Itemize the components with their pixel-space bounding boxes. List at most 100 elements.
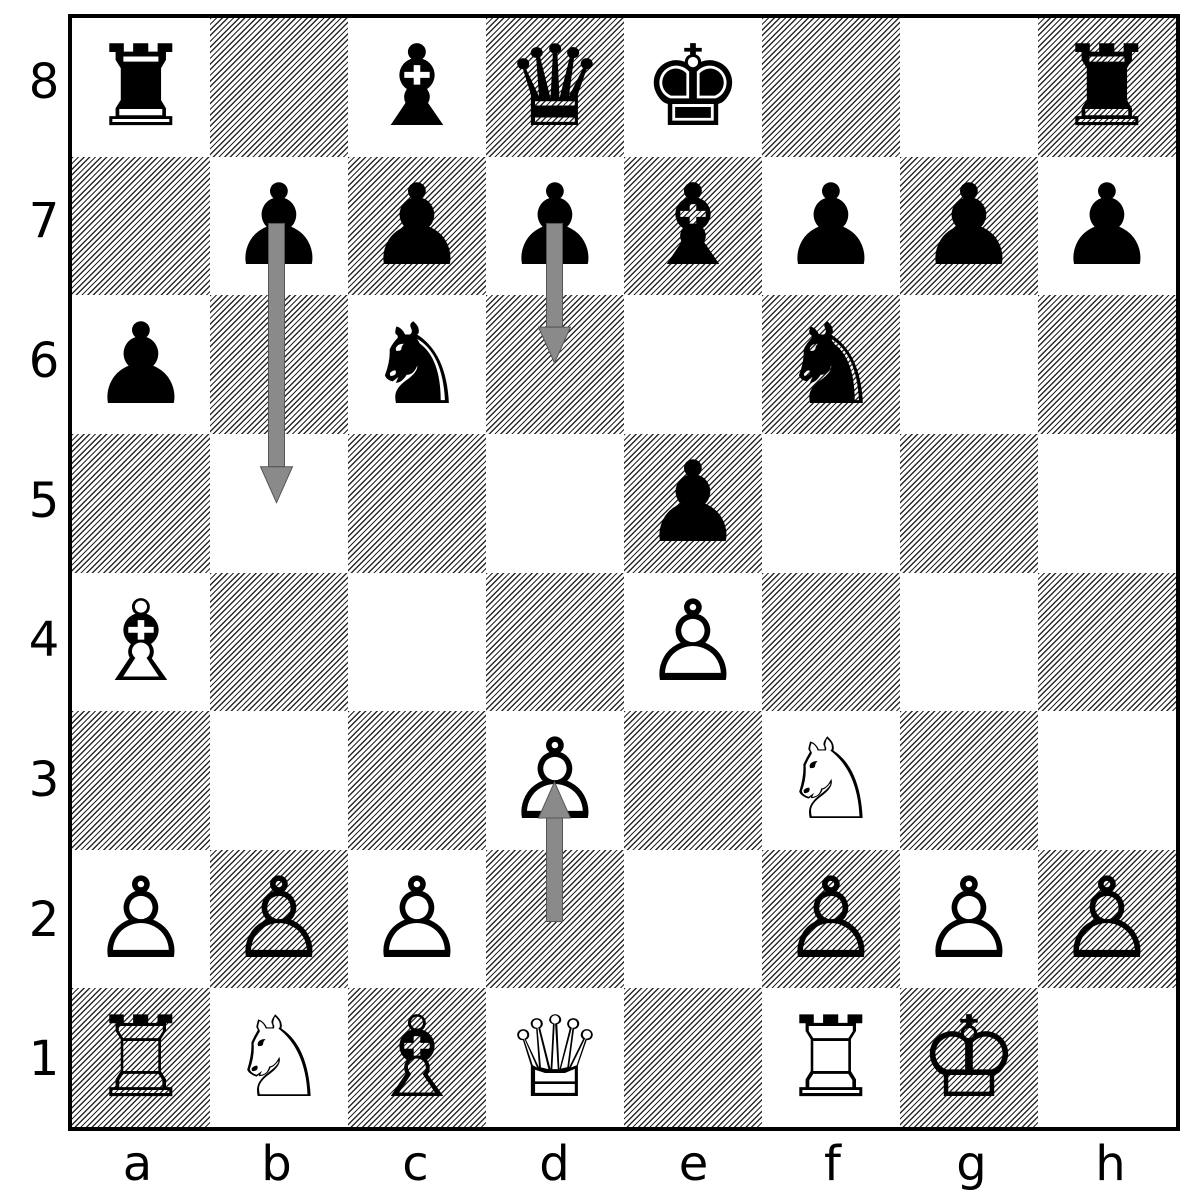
white-pawn-icon[interactable]: ♙ (642, 576, 744, 707)
square-g2[interactable]: ♙ (900, 849, 1038, 989)
square-c4[interactable] (348, 572, 486, 712)
square-b4[interactable] (210, 572, 348, 712)
square-d8[interactable]: ♛ (486, 18, 624, 157)
square-h8[interactable]: ♜ (1038, 18, 1176, 157)
square-c5[interactable] (348, 433, 486, 573)
square-f7[interactable]: ♟ (762, 156, 900, 296)
square-h1[interactable] (1038, 988, 1176, 1127)
white-rook-icon[interactable]: ♖ (90, 992, 192, 1123)
square-a3[interactable] (72, 711, 210, 850)
black-pawn-icon[interactable]: ♟ (228, 160, 330, 291)
square-a6[interactable]: ♟ (72, 295, 210, 434)
square-d1[interactable]: ♕ (486, 988, 624, 1127)
square-d5[interactable] (486, 433, 624, 573)
square-c2[interactable]: ♙ (348, 849, 486, 989)
square-g8[interactable] (900, 18, 1038, 157)
square-c7[interactable]: ♟ (348, 156, 486, 296)
square-b5[interactable] (210, 433, 348, 573)
black-king-icon[interactable]: ♚ (642, 22, 744, 153)
square-e3[interactable] (624, 711, 762, 850)
white-pawn-icon[interactable]: ♙ (780, 854, 882, 985)
white-pawn-icon[interactable]: ♙ (90, 854, 192, 985)
square-a5[interactable] (72, 433, 210, 573)
black-pawn-icon[interactable]: ♟ (642, 438, 744, 569)
white-king-icon[interactable]: ♔ (918, 992, 1020, 1123)
square-f5[interactable] (762, 433, 900, 573)
square-b7[interactable]: ♟ (210, 156, 348, 296)
square-g4[interactable] (900, 572, 1038, 712)
square-b1[interactable]: ♘ (210, 988, 348, 1127)
square-a4[interactable]: ♗ (72, 572, 210, 712)
square-f1[interactable]: ♖ (762, 988, 900, 1127)
square-a8[interactable]: ♜ (72, 18, 210, 157)
black-bishop-icon[interactable]: ♝ (366, 22, 468, 153)
square-d7[interactable]: ♟ (486, 156, 624, 296)
black-pawn-icon[interactable]: ♟ (780, 160, 882, 291)
black-pawn-icon[interactable]: ♟ (90, 299, 192, 430)
white-pawn-icon[interactable]: ♙ (366, 854, 468, 985)
white-pawn-icon[interactable]: ♙ (1056, 854, 1158, 985)
black-knight-icon[interactable]: ♞ (366, 299, 468, 430)
white-knight-icon[interactable]: ♘ (780, 715, 882, 846)
square-c3[interactable] (348, 711, 486, 850)
square-f6[interactable]: ♞ (762, 295, 900, 434)
white-bishop-icon[interactable]: ♗ (366, 992, 468, 1123)
square-c6[interactable]: ♞ (348, 295, 486, 434)
square-a7[interactable] (72, 156, 210, 296)
white-rook-icon[interactable]: ♖ (780, 992, 882, 1123)
square-d4[interactable] (486, 572, 624, 712)
white-pawn-icon[interactable]: ♙ (918, 854, 1020, 985)
square-c8[interactable]: ♝ (348, 18, 486, 157)
square-a1[interactable]: ♖ (72, 988, 210, 1127)
white-pawn-icon[interactable]: ♙ (228, 854, 330, 985)
rank-label-5: 5 (28, 472, 60, 529)
white-pawn-icon[interactable]: ♙ (504, 715, 606, 846)
square-d3[interactable]: ♙ (486, 711, 624, 850)
square-f8[interactable] (762, 18, 900, 157)
black-pawn-icon[interactable]: ♟ (918, 160, 1020, 291)
square-h2[interactable]: ♙ (1038, 849, 1176, 989)
square-h7[interactable]: ♟ (1038, 156, 1176, 296)
white-queen-icon[interactable]: ♕ (504, 992, 606, 1123)
square-e5[interactable]: ♟ (624, 433, 762, 573)
square-g1[interactable]: ♔ (900, 988, 1038, 1127)
black-pawn-icon[interactable]: ♟ (504, 160, 606, 291)
white-knight-icon[interactable]: ♘ (228, 992, 330, 1123)
square-d2[interactable] (486, 849, 624, 989)
black-bishop-icon[interactable]: ♝ (642, 160, 744, 291)
square-d6[interactable] (486, 295, 624, 434)
square-f2[interactable]: ♙ (762, 849, 900, 989)
square-h6[interactable] (1038, 295, 1176, 434)
rank-label-6: 6 (28, 333, 60, 390)
square-e4[interactable]: ♙ (624, 572, 762, 712)
black-rook-icon[interactable]: ♜ (90, 22, 192, 153)
square-b6[interactable] (210, 295, 348, 434)
square-e7[interactable]: ♝ (624, 156, 762, 296)
file-label-e: e (678, 1136, 709, 1192)
square-e6[interactable] (624, 295, 762, 434)
square-h5[interactable] (1038, 433, 1176, 573)
black-pawn-icon[interactable]: ♟ (1056, 160, 1158, 291)
white-bishop-icon[interactable]: ♗ (90, 576, 192, 707)
square-b8[interactable] (210, 18, 348, 157)
square-b3[interactable] (210, 711, 348, 850)
black-queen-icon[interactable]: ♛ (504, 22, 606, 153)
square-g5[interactable] (900, 433, 1038, 573)
black-pawn-icon[interactable]: ♟ (366, 160, 468, 291)
square-h3[interactable] (1038, 711, 1176, 850)
square-e8[interactable]: ♚ (624, 18, 762, 157)
square-g3[interactable] (900, 711, 1038, 850)
square-f3[interactable]: ♘ (762, 711, 900, 850)
square-g6[interactable] (900, 295, 1038, 434)
black-rook-icon[interactable]: ♜ (1056, 22, 1158, 153)
square-h4[interactable] (1038, 572, 1176, 712)
file-label-c: c (402, 1136, 429, 1192)
square-e1[interactable] (624, 988, 762, 1127)
square-a2[interactable]: ♙ (72, 849, 210, 989)
square-e2[interactable] (624, 849, 762, 989)
square-b2[interactable]: ♙ (210, 849, 348, 989)
square-f4[interactable] (762, 572, 900, 712)
square-c1[interactable]: ♗ (348, 988, 486, 1127)
black-knight-icon[interactable]: ♞ (780, 299, 882, 430)
square-g7[interactable]: ♟ (900, 156, 1038, 296)
